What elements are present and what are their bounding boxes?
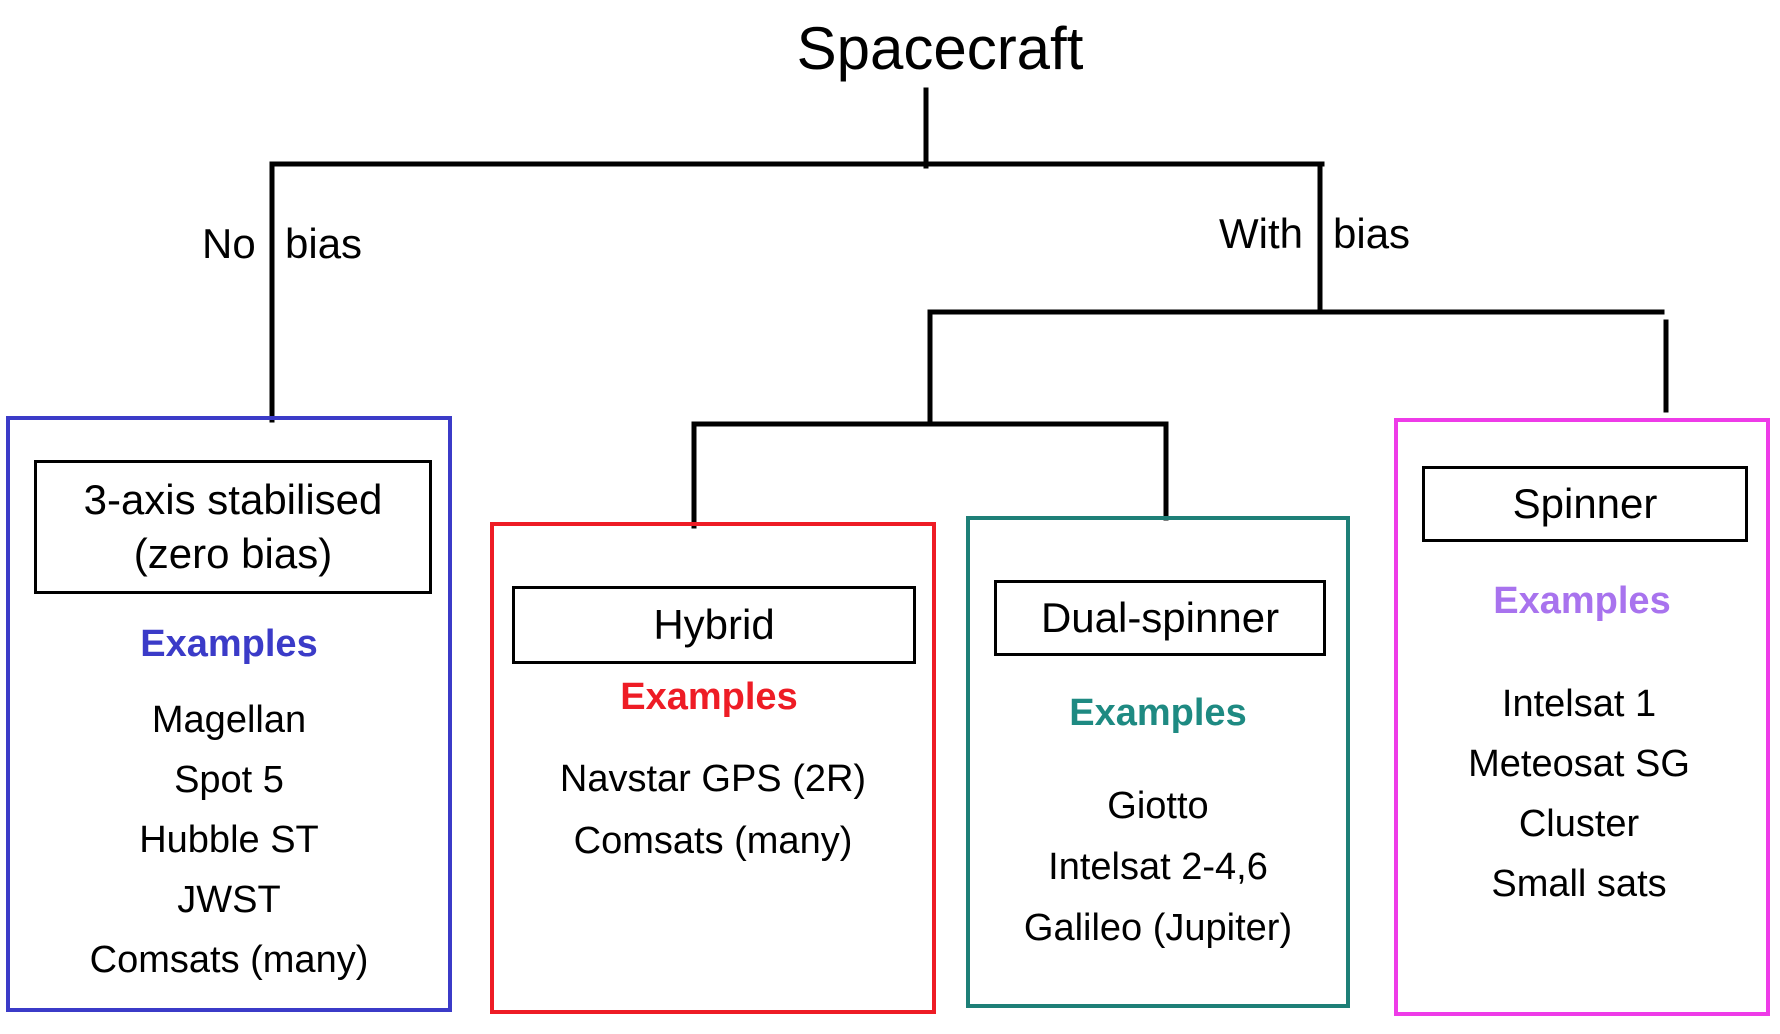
example-item: Magellan <box>151 699 307 741</box>
example-item: Intelsat 2-4,6 <box>1048 846 1268 888</box>
spinner-examples-heading: Examples <box>1493 580 1671 622</box>
example-item: JWST <box>177 879 281 921</box>
example-item: Comsats (many) <box>573 820 853 862</box>
three-axis-example-list: Magellan Spot 5 Hubble ST JWST Comsats (… <box>10 690 448 990</box>
dual-spinner-name-box: Dual-spinner <box>994 580 1326 656</box>
no-bias-label-left: No <box>202 220 256 267</box>
example-item: Small sats <box>1491 863 1667 905</box>
three-axis-name-box: 3-axis stabilised (zero bias) <box>34 460 432 594</box>
dual-spinner-name-line-1: Dual-spinner <box>1040 594 1280 641</box>
example-item: Meteosat SG <box>1468 743 1690 785</box>
hybrid-category-box: Hybrid Examples Navstar GPS (2R) Comsats… <box>490 522 936 1014</box>
dual-spinner-examples-heading: Examples <box>1069 692 1247 734</box>
no-bias-label-right: bias <box>285 220 363 267</box>
hybrid-name-line-1: Hybrid <box>653 601 775 648</box>
example-item: Hubble ST <box>139 819 319 861</box>
example-item: Intelsat 1 <box>1501 683 1657 725</box>
spinner-name-line-1: Spinner <box>1512 480 1658 527</box>
hybrid-name-box: Hybrid <box>512 586 916 664</box>
root-node-title: Spacecraft <box>796 15 1084 82</box>
hybrid-example-list: Navstar GPS (2R) Comsats (many) <box>494 748 932 872</box>
example-item: Galileo (Jupiter) <box>1023 907 1293 949</box>
example-item: Navstar GPS (2R) <box>559 758 867 800</box>
dual-spinner-example-list: Giotto Intelsat 2-4,6 Galileo (Jupiter) <box>970 776 1346 959</box>
example-item: Giotto <box>1107 785 1209 827</box>
three-axis-category-box: 3-axis stabilised (zero bias) Examples M… <box>6 416 452 1012</box>
three-axis-name-line-1: 3-axis stabilised <box>83 476 383 523</box>
with-bias-label-left: With <box>1219 210 1303 257</box>
dual-spinner-category-box: Dual-spinner Examples Giotto Intelsat 2-… <box>966 516 1350 1008</box>
three-axis-examples-heading: Examples <box>140 623 318 665</box>
spinner-name-box: Spinner <box>1422 466 1748 542</box>
spinner-example-list: Intelsat 1 Meteosat SG Cluster Small sat… <box>1398 674 1760 914</box>
example-item: Spot 5 <box>174 759 284 801</box>
with-bias-label-right: bias <box>1333 210 1411 257</box>
example-item: Comsats (many) <box>89 939 369 981</box>
hybrid-examples-heading: Examples <box>620 676 798 718</box>
example-item: Cluster <box>1518 803 1640 845</box>
three-axis-name-line-2: (zero bias) <box>133 530 333 577</box>
spinner-category-box: Spinner Examples Intelsat 1 Meteosat SG … <box>1394 418 1770 1016</box>
